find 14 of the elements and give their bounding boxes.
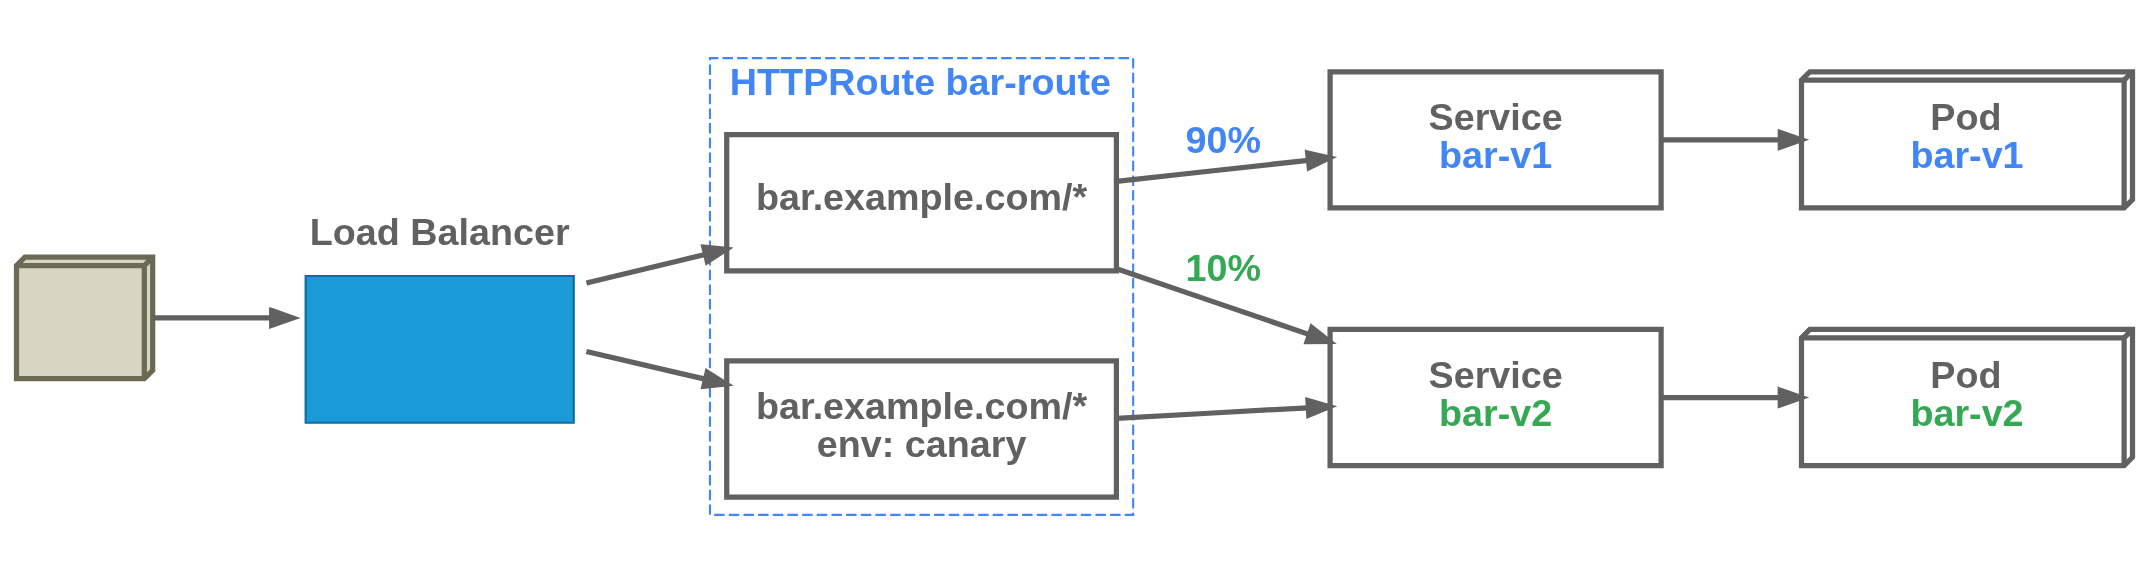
arrow — [585, 349, 734, 390]
arrow — [1661, 386, 1810, 409]
arrow — [1116, 149, 1338, 184]
arrow — [1661, 128, 1810, 151]
edge-label: 90% — [1185, 119, 1262, 162]
node-box: bar.example.com/* env: canary — [724, 358, 1119, 500]
arrow — [152, 306, 301, 329]
node-box: Service bar-v1 — [1327, 69, 1664, 211]
arrow — [585, 244, 734, 286]
node-box: Service bar-v2 — [1327, 326, 1664, 469]
node-label: Load Balancer — [309, 211, 570, 254]
arrow — [1116, 396, 1338, 421]
edge-label: 10% — [1185, 247, 1262, 290]
node-box: bar.example.com/* — [724, 132, 1119, 274]
